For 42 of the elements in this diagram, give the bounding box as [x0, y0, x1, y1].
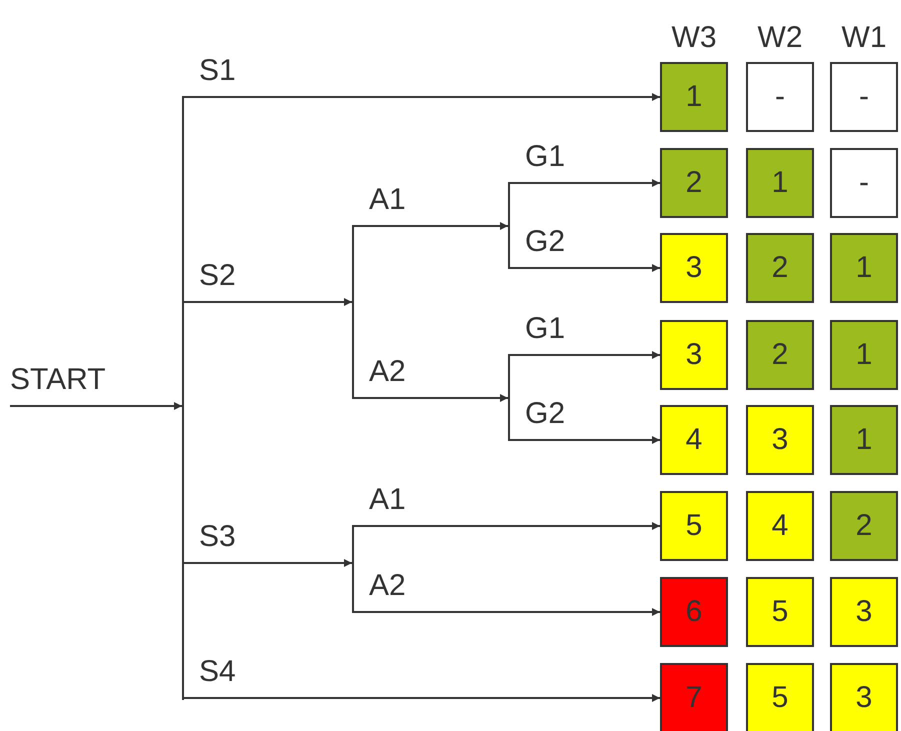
junction-line: [352, 225, 354, 399]
score-cell: 5: [660, 491, 728, 561]
score-cell: 7: [660, 663, 728, 731]
score-cell: 3: [660, 233, 728, 303]
score-cell: 2: [746, 320, 814, 390]
arrow: [354, 522, 660, 530]
score-cell: 4: [746, 491, 814, 561]
score-cell: 5: [746, 577, 814, 647]
score-cell: 2: [660, 148, 728, 218]
score-cell: -: [830, 148, 898, 218]
score-cell: 1: [660, 62, 728, 132]
score-cell: 2: [746, 233, 814, 303]
score-cell: 1: [830, 233, 898, 303]
arrow: [184, 559, 352, 567]
arrow: [10, 402, 182, 410]
score-cell: -: [830, 62, 898, 132]
score-cell: -: [746, 62, 814, 132]
score-cell: 3: [746, 405, 814, 475]
arrow: [354, 608, 660, 616]
arrow: [184, 298, 352, 306]
junction-line: [352, 525, 354, 613]
score-cell: 1: [746, 148, 814, 218]
junction-line: [508, 182, 510, 269]
arrow: [184, 93, 660, 101]
junction-line: [508, 354, 510, 441]
score-cell: 3: [830, 663, 898, 731]
junction-line: [182, 96, 184, 700]
score-cell: 3: [660, 320, 728, 390]
score-cell: 1: [830, 405, 898, 475]
score-cell: 3: [830, 577, 898, 647]
arrow: [184, 694, 660, 702]
score-cell: 6: [660, 577, 728, 647]
arrow: [354, 222, 508, 230]
arrow: [510, 436, 660, 444]
arrow: [510, 264, 660, 272]
score-cell: 4: [660, 405, 728, 475]
arrow: [510, 179, 660, 187]
arrow: [510, 351, 660, 359]
score-cell: 5: [746, 663, 814, 731]
score-cell: 2: [830, 491, 898, 561]
score-cell: 1: [830, 320, 898, 390]
arrow: [354, 394, 508, 402]
